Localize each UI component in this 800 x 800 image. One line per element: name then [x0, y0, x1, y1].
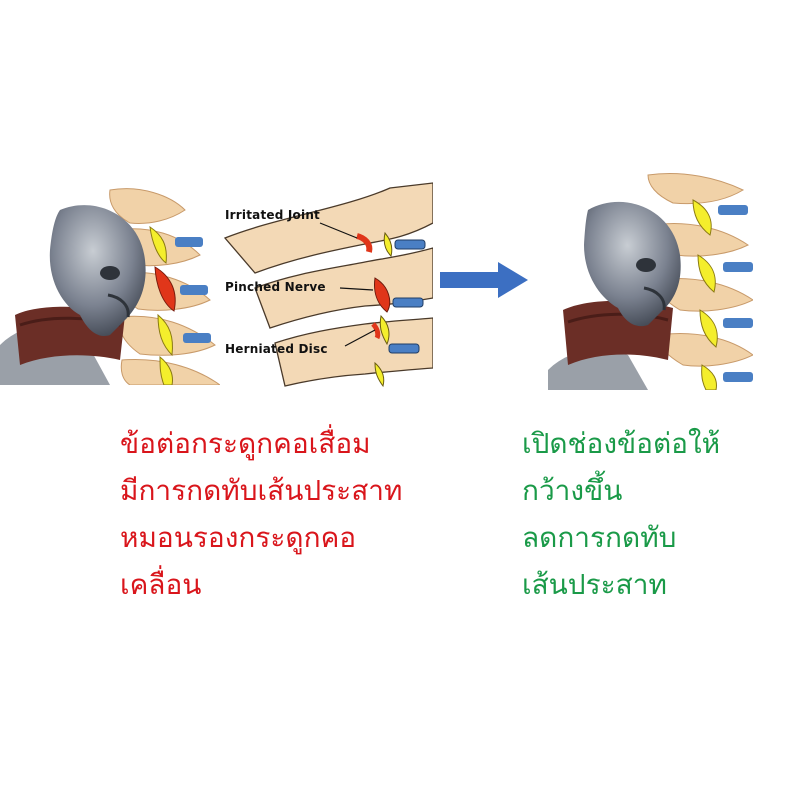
benefit-line-3: ลดการกดทับ [522, 521, 677, 554]
problem-line-2: มีการกดทับเส้นประสาท [120, 474, 403, 507]
problem-line-3: หมอนรองกระดูกคอ [120, 521, 357, 554]
label-irritated-joint: Irritated Joint [225, 208, 320, 222]
problem-line-4: เคลื่อน [120, 568, 202, 601]
benefit-list: เปิดช่องข้อต่อให้ กว้างขึ้น ลดการกดทับ เ… [522, 420, 720, 608]
cervical-spine-closeup-icon [223, 182, 433, 388]
benefit-line-2: กว้างขึ้น [522, 474, 623, 507]
label-herniated-disc: Herniated Disc [225, 342, 328, 356]
right-arrow-icon [440, 262, 528, 298]
label-pinched-nerve: Pinched Nerve [225, 280, 326, 294]
before-illustration [0, 185, 220, 385]
spine-diagram: Irritated Joint Pinched Nerve Herniated … [215, 178, 433, 388]
after-illustration [548, 170, 753, 390]
benefit-line-1: เปิดช่องข้อต่อให้ [522, 427, 721, 460]
problem-line-1: ข้อต่อกระดูกคอเสื่อม [120, 427, 371, 460]
problem-list: ข้อต่อกระดูกคอเสื่อม มีการกดทับเส้นประสา… [120, 420, 402, 608]
benefit-line-4: เส้นประสาท [522, 568, 667, 601]
